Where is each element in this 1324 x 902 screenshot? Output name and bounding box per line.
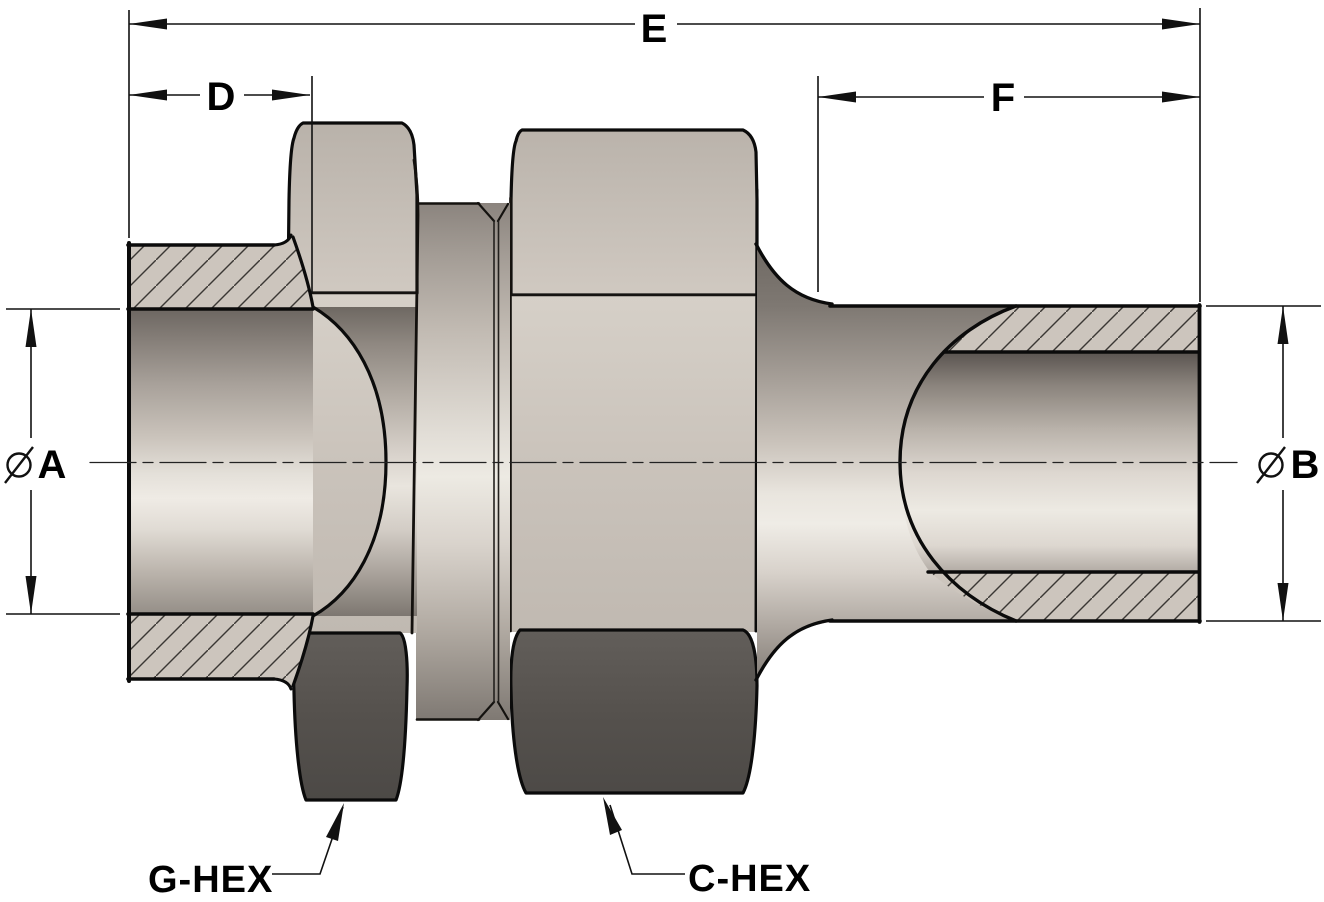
dimensions: E D F <box>4 7 1321 901</box>
arrowhead-left <box>129 18 167 30</box>
arrowhead-left <box>129 89 167 101</box>
dimension-B: B <box>1206 305 1321 622</box>
c-hex-shadow-bottom <box>509 628 759 795</box>
c-hex-front-flat <box>510 295 757 632</box>
arrowhead-down <box>25 576 37 614</box>
arrowhead-up <box>25 309 37 347</box>
flange-hatch-top-lines <box>129 236 313 309</box>
dimension-D: D <box>129 75 313 293</box>
left-socket-section <box>126 158 420 691</box>
g-hex-right-edge <box>410 158 420 635</box>
dim-label-E: E <box>641 7 668 51</box>
g-hex-top-face <box>286 121 419 295</box>
leader-arrowhead <box>326 803 344 841</box>
c-hex-right-edge <box>754 188 759 633</box>
c-hex-nut <box>509 128 759 795</box>
tube-section-hatch-top-lines <box>946 306 1199 352</box>
collar-bottom-notch <box>476 700 510 722</box>
collar-body <box>416 203 510 720</box>
tube-bore <box>900 352 1199 572</box>
dim-label-F: F <box>991 76 1015 120</box>
diameter-symbol-icon <box>1256 446 1286 484</box>
dim-label-D: D <box>207 75 236 119</box>
dim-label-B: B <box>1291 443 1320 487</box>
flange-bottom-fillet <box>272 677 293 691</box>
arrowhead-right <box>1162 91 1200 103</box>
arrowhead-right <box>272 89 310 101</box>
dimension-F: F <box>817 76 1200 292</box>
callout-label-g-hex: G-HEX <box>148 859 273 901</box>
leader-arrowhead <box>603 797 622 835</box>
callout-label-c-hex: C-HEX <box>688 858 811 900</box>
dimension-E: E <box>128 7 1201 302</box>
c-hex-top-face <box>509 128 759 297</box>
dimension-A: A <box>4 308 120 615</box>
arrowhead-down <box>1277 583 1289 621</box>
socket-bore <box>129 309 313 614</box>
ball-surface <box>313 307 417 616</box>
arrowhead-up <box>1277 306 1289 344</box>
tube-section-hatch-bottom-lines <box>930 572 1199 621</box>
part-view <box>89 121 1238 802</box>
cone-top-silhouette <box>754 242 834 306</box>
arrowhead-right <box>1162 18 1200 30</box>
flange-hatch-bottom-lines <box>129 614 313 688</box>
arrowhead-left <box>818 91 856 103</box>
dim-label-A: A <box>38 443 67 487</box>
collar-top-notch <box>476 201 510 223</box>
flange-top-fillet <box>272 233 293 247</box>
diameter-symbol-icon <box>4 446 34 484</box>
cone-bottom-silhouette <box>754 618 834 682</box>
g-hex-shadow-bottom <box>289 631 409 802</box>
callout-c-hex: C-HEX <box>603 797 811 900</box>
callout-g-hex: G-HEX <box>148 803 344 901</box>
collar-washer <box>415 201 510 722</box>
